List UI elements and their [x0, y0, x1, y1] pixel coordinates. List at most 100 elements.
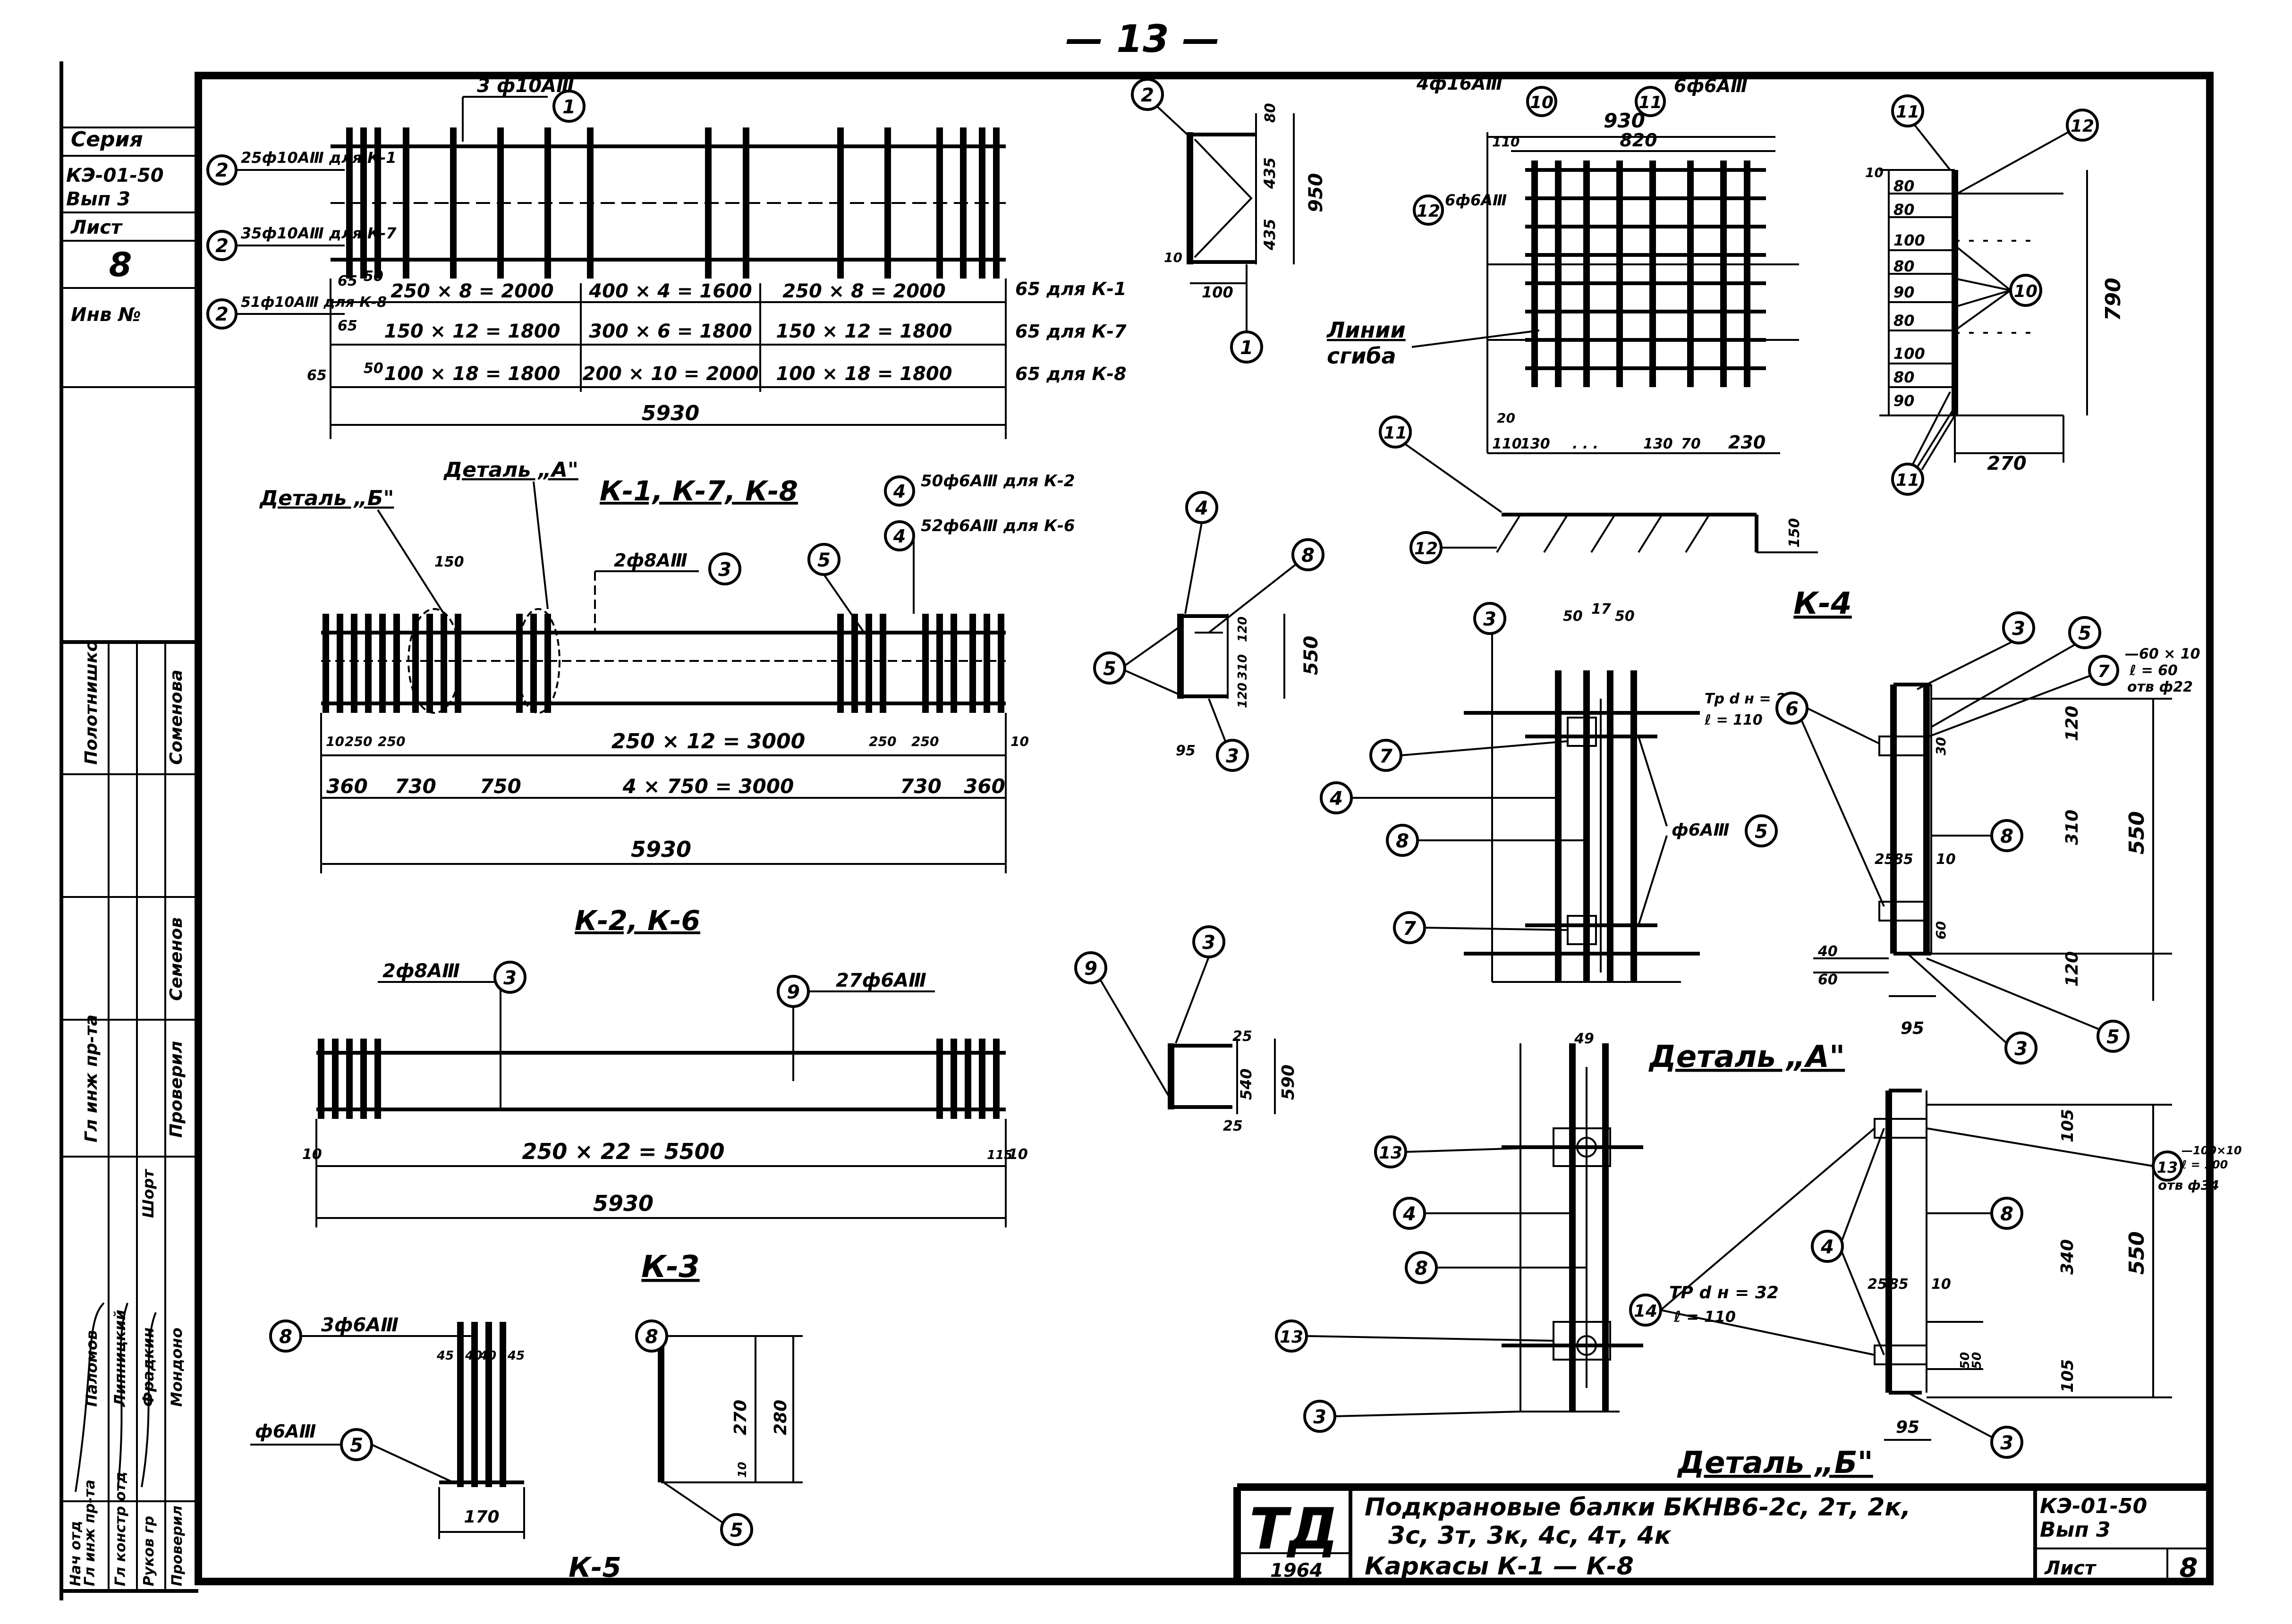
svg-text:3: 3 — [2000, 1432, 2013, 1454]
svg-text:10: 10 — [736, 1462, 749, 1478]
svg-text:4: 4 — [1195, 498, 1208, 519]
svg-text:1: 1 — [562, 96, 576, 118]
svg-text:4: 4 — [1820, 1236, 1834, 1258]
svg-text:10: 10 — [2014, 282, 2037, 301]
svg-text:60: 60 — [1818, 972, 1838, 988]
svg-text:85: 85 — [1893, 851, 1913, 868]
section-2 — [1187, 113, 1295, 284]
svg-text:11: 11 — [1896, 102, 1919, 122]
k178-mid-dim: 250 × 12 = 3000 — [611, 729, 806, 753]
stamp-header-3: Гл инж пр-та — [82, 1015, 101, 1142]
svg-text:13: 13 — [1280, 1328, 1303, 1347]
svg-text:40: 40 — [465, 1349, 482, 1363]
svg-text:25: 25 — [1875, 851, 1894, 868]
svg-text:60: 60 — [1933, 921, 1949, 939]
svg-text:65: 65 — [338, 318, 357, 334]
stamp-role-4: Руков гр — [141, 1516, 157, 1586]
td-logo: ТД — [1249, 1497, 1339, 1562]
k1-row3-b: 200 × 10 = 2000 — [582, 363, 758, 385]
seria-vyp: Вып 3 — [66, 188, 130, 210]
signatures — [75, 1302, 157, 1492]
k1-total-length: 5930 — [642, 401, 699, 425]
svg-text:10: 10 — [1530, 93, 1553, 112]
svg-text:80: 80 — [1893, 177, 1915, 195]
svg-text:45: 45 — [436, 1349, 454, 1363]
svg-text:2: 2 — [215, 235, 229, 257]
svg-text:310: 310 — [1236, 654, 1250, 680]
svg-text:—100×10: —100×10 — [2182, 1144, 2242, 1157]
svg-text:790: 790 — [2101, 278, 2125, 321]
svg-text:12: 12 — [1417, 202, 1440, 221]
tb-line2: 3с, 3т, 3к, 4с, 4т, 4к — [1388, 1522, 1672, 1550]
k26-mark3: 2ф8АⅢ — [382, 960, 460, 982]
mesh-section — [1879, 169, 2088, 463]
svg-text:49: 49 — [1574, 1031, 1594, 1047]
svg-text:4: 4 — [893, 526, 906, 547]
svg-text:ℓ = 100: ℓ = 100 — [2181, 1158, 2228, 1171]
stamp-name-2: Семенов — [167, 917, 186, 1001]
svg-text:730: 730 — [395, 775, 436, 798]
k1-mark2c: 51ф10АⅢ для К-8 — [241, 294, 387, 311]
svg-text:7: 7 — [1403, 918, 1416, 939]
svg-text:100: 100 — [1893, 231, 1925, 249]
stamp-name-1: Соменова — [167, 669, 186, 765]
svg-text:3: 3 — [2014, 1038, 2028, 1060]
svg-text:20: 20 — [1497, 410, 1515, 426]
svg-text:ℓ = 60: ℓ = 60 — [2129, 662, 2178, 679]
svg-text:120: 120 — [2063, 706, 2082, 741]
svg-text:7: 7 — [2097, 662, 2109, 681]
k1-note-2: 65 для К-7 — [1015, 321, 1127, 342]
svg-text:5: 5 — [350, 1435, 363, 1456]
svg-text:8: 8 — [2000, 826, 2013, 847]
stamp-header-2: Проверил — [167, 1041, 186, 1138]
svg-text:5: 5 — [1755, 821, 1768, 843]
svg-text:930: 930 — [1604, 109, 1645, 132]
k1-row3-c: 100 × 18 = 1800 — [776, 363, 952, 385]
svg-text:250: 250 — [378, 734, 405, 749]
tb-line1: Подкрановые балки БКНВ6-2с, 2т, 2к, — [1365, 1493, 1910, 1522]
k1-note-1: 65 для К-1 — [1015, 279, 1127, 299]
mark10: 4ф16АⅢ — [1416, 73, 1503, 94]
svg-text:590: 590 — [1279, 1065, 1298, 1100]
svg-text:4: 4 — [1402, 1203, 1416, 1225]
svg-text:7: 7 — [1379, 745, 1392, 767]
k4-elevation — [1464, 628, 1700, 983]
left-stamp: Полотнишко Гл инж пр-та Проверил Соменов… — [61, 640, 198, 1591]
svg-text:45: 45 — [507, 1349, 525, 1363]
svg-text:5: 5 — [1103, 658, 1116, 680]
svg-text:5: 5 — [2078, 623, 2091, 644]
section-9 — [1168, 1039, 1276, 1114]
linii-label: Линии — [1326, 317, 1406, 343]
svg-text:95: 95 — [1176, 743, 1196, 759]
svg-text:100: 100 — [1893, 345, 1925, 363]
svg-text:3: 3 — [503, 967, 517, 989]
k1-row1-a: 250 × 8 = 2000 — [390, 280, 553, 302]
k178-cage — [320, 608, 1007, 873]
k4-bar5: ф6АⅢ — [1672, 820, 1730, 840]
svg-text:50: 50 — [364, 360, 383, 377]
svg-text:130: 130 — [1643, 436, 1673, 452]
svg-text:17: 17 — [1591, 601, 1611, 617]
svg-text:11: 11 — [1638, 93, 1662, 112]
svg-text:. . .: . . . — [1572, 436, 1598, 452]
seria-code: КЭ-01-50 — [66, 165, 164, 186]
svg-text:435: 435 — [1261, 157, 1279, 189]
svg-text:8: 8 — [279, 1326, 292, 1348]
k26-cage — [315, 1039, 1007, 1227]
svg-text:—60 × 10: —60 × 10 — [2125, 646, 2200, 662]
svg-text:4: 4 — [1329, 788, 1343, 810]
svg-text:95: 95 — [1901, 1019, 1924, 1038]
svg-text:4 × 750 = 3000: 4 × 750 = 3000 — [622, 775, 794, 798]
svg-text:80: 80 — [1893, 368, 1915, 386]
svg-text:65: 65 — [338, 273, 357, 289]
tb-year: 1964 — [1270, 1560, 1323, 1582]
svg-text:4: 4 — [893, 481, 906, 502]
k1-row2-c: 150 × 12 = 1800 — [776, 321, 952, 342]
svg-text:5: 5 — [2106, 1026, 2120, 1048]
svg-text:10: 10 — [1008, 1146, 1028, 1163]
svg-text:10: 10 — [326, 734, 344, 749]
svg-text:115: 115 — [987, 1148, 1012, 1162]
svg-text:30: 30 — [1933, 737, 1949, 755]
svg-text:5: 5 — [730, 1520, 743, 1541]
pos-1-marker — [552, 90, 586, 123]
